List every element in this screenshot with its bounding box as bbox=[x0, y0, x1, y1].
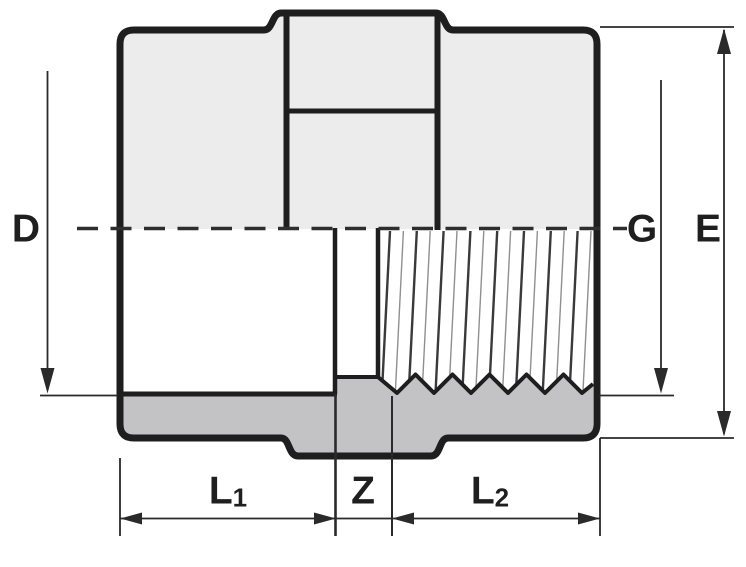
thread-hatch-lines bbox=[380, 230, 592, 392]
thread-root-zigzag bbox=[376, 372, 595, 395]
thread-line bbox=[434, 230, 445, 392]
thread-line bbox=[541, 230, 552, 392]
thread-line bbox=[488, 230, 499, 392]
dimension-e bbox=[600, 26, 734, 439]
thread-line bbox=[407, 230, 418, 392]
thread-line bbox=[448, 230, 458, 392]
thread-line bbox=[528, 230, 539, 392]
dim-l1-arrow-right bbox=[314, 512, 336, 525]
thread-line bbox=[380, 230, 392, 392]
label-l1-main: L bbox=[208, 469, 233, 513]
thread-line bbox=[555, 230, 565, 392]
label-socket-diameter-d: D bbox=[11, 207, 41, 251]
label-l1-subscript: 1 bbox=[232, 482, 248, 513]
section-view-lower-half bbox=[120, 228, 597, 456]
dim-d-arrow-down bbox=[40, 368, 55, 394]
label-gap-z: Z bbox=[351, 469, 375, 513]
label-thread-size-g: G bbox=[626, 207, 658, 251]
dimension-d bbox=[40, 71, 118, 397]
thread-line bbox=[514, 230, 526, 392]
dim-l1-arrow-left bbox=[120, 512, 142, 525]
thread-line bbox=[568, 230, 579, 392]
dimension-g bbox=[599, 80, 674, 397]
dim-g-arrow-down bbox=[654, 368, 668, 394]
dim-l2-arrow-right bbox=[578, 512, 600, 525]
dim-l2-arrow-left bbox=[392, 512, 414, 525]
thread-line bbox=[421, 230, 431, 392]
dim-e-arrow-down bbox=[717, 411, 731, 437]
thread-line bbox=[501, 230, 512, 392]
label-thread-length-l2: L2 bbox=[471, 472, 509, 511]
label-outer-diameter-e: E bbox=[694, 207, 722, 251]
thread-line bbox=[582, 230, 592, 392]
thread-line bbox=[394, 230, 405, 392]
dimension-bottom bbox=[119, 394, 601, 536]
dim-e-arrow-up bbox=[717, 28, 731, 54]
thread-line bbox=[475, 230, 485, 392]
label-socket-length-l1: L1 bbox=[209, 472, 247, 511]
label-l2-main: L bbox=[470, 469, 495, 513]
label-l2-subscript: 2 bbox=[494, 482, 510, 513]
body-outline-stroke bbox=[116, 9, 601, 460]
thread-line bbox=[461, 230, 472, 392]
